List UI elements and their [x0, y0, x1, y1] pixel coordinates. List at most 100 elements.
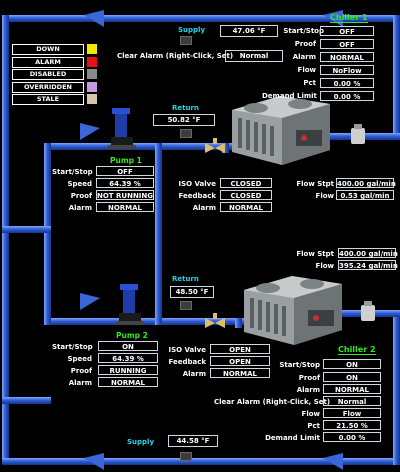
left-main-pipe: [2, 15, 9, 465]
chiller2-trend-icon[interactable]: [180, 301, 192, 310]
chiller1-pct-label: Pct: [303, 79, 316, 87]
pump2-start-stop-value[interactable]: ON: [98, 341, 158, 351]
supply-top-value[interactable]: 47.06 °F: [220, 25, 278, 37]
chiller1-flow-stpt-value[interactable]: 400.00 gal/min: [336, 178, 396, 188]
legend-disabled-swatch: [87, 69, 97, 79]
clear-alarm-top-label: Clear Alarm (Right-Click, Set): [117, 52, 234, 60]
chiller1-return-value[interactable]: 50.82 °F: [153, 114, 215, 126]
chiller1-proof-label: Proof: [294, 40, 316, 48]
chiller2-proof-value: ON: [323, 372, 381, 382]
chiller2-return-value[interactable]: 48.50 °F: [170, 286, 214, 298]
pump2-proof-value: RUNNING: [98, 365, 158, 375]
clear-alarm-top-value[interactable]: Normal: [225, 50, 283, 62]
chiller1-alarm-value: NORMAL: [320, 52, 374, 62]
chiller1-iso-alarm-value: NORMAL: [220, 202, 272, 212]
supply-header-top: [4, 15, 400, 22]
chiller2-clear-alarm-value[interactable]: Normal: [323, 396, 381, 406]
pump1-alarm-value: NORMAL: [96, 202, 154, 212]
chiller1-flow-stpt-label: Flow Stpt: [296, 180, 334, 188]
legend-down-swatch: [87, 44, 97, 54]
supply-bottom-trend-icon[interactable]: [180, 452, 192, 461]
legend-stale-swatch: [87, 94, 97, 104]
chiller2-iso-valve-value[interactable]: OPEN: [210, 344, 270, 354]
pump2-proof-label: Proof: [70, 367, 92, 375]
chiller2-feedback-value: OPEN: [210, 356, 270, 366]
chiller1-start-stop-value[interactable]: OFF: [320, 26, 374, 36]
crossover-upper: [2, 226, 51, 233]
pump2-speed-value[interactable]: 64.39 %: [98, 353, 158, 363]
pump2-alarm-label: Alarm: [68, 379, 92, 387]
pump2-icon: [116, 284, 144, 325]
chiller1-start-stop-label: Start/Stop: [283, 27, 324, 35]
chiller2-alarm-value: NORMAL: [323, 384, 381, 394]
chiller2-iso-valve-label: ISO Valve: [168, 346, 206, 354]
flow-arrow-bottom-left: [84, 453, 104, 470]
chiller1-proof-value: OFF: [320, 39, 374, 49]
chiller2-iso-alarm-value: NORMAL: [210, 368, 270, 378]
pump2-title: Pump 2: [116, 331, 148, 340]
chiller2-pct-label: Pct: [307, 422, 320, 430]
legend-alarm-swatch: [87, 57, 97, 67]
legend-stale: STALE: [12, 94, 84, 105]
chiller2-pct-value: 21.50 %: [323, 420, 381, 430]
chiller1-flow-value: NoFlow: [320, 65, 374, 75]
chiller1-iso-valve-value[interactable]: CLOSED: [220, 178, 272, 188]
supply-bottom-value[interactable]: 44.58 °F: [168, 435, 218, 447]
chiller2-flow-value: Flow: [323, 408, 381, 418]
pump1-title: Pump 1: [110, 156, 142, 165]
chiller2-flow-val-label: Flow: [315, 262, 334, 270]
chiller2-unit: [244, 276, 342, 345]
pump2-start-stop-label: Start/Stop: [52, 343, 93, 351]
chiller1-demand-limit-value[interactable]: 0.00 %: [320, 91, 374, 101]
chiller1-trend-icon[interactable]: [180, 129, 192, 138]
chiller2-title: Chiller 2: [338, 345, 376, 355]
chiller2-start-stop-value[interactable]: ON: [323, 359, 381, 369]
flow-meter-2: [361, 301, 375, 321]
flow-arrow-mid-lower: [80, 293, 100, 310]
right-pipe-lower: [393, 310, 400, 465]
iso-valve-1: [205, 138, 225, 153]
chiller2-demand-limit-label: Demand Limit: [265, 434, 320, 442]
flow-arrows: [80, 10, 343, 470]
legend-disabled: DISABLED: [12, 69, 84, 80]
pump-manifold-right: [155, 143, 162, 325]
chiller1-flow-val-value: 0.53 gal/min: [336, 190, 394, 200]
iso-valve-2: [205, 313, 225, 328]
chiller1-unit: [232, 96, 330, 165]
flow-arrow-top-left: [84, 10, 104, 27]
chiller1-flow-label: Flow: [297, 66, 316, 74]
legend-down: DOWN: [12, 44, 84, 55]
legend-alarm: ALARM: [12, 57, 84, 68]
legend-overridden: OVERRIDDEN: [12, 82, 84, 93]
pump1-speed-value[interactable]: 64.39 %: [96, 178, 154, 188]
chiller2-flow-val-value: 395.24 gal/min: [338, 260, 398, 270]
pump1-discharge-pipe: [44, 143, 234, 150]
trend-icon[interactable]: [180, 36, 192, 45]
pump1-proof-value: NOT RUNNING: [96, 190, 154, 200]
pump1-start-stop-value[interactable]: OFF: [96, 166, 154, 176]
chiller2-return-label: Return: [172, 275, 199, 283]
chiller1-title: Chiller 1: [330, 13, 368, 23]
chiller1-pct-value: 0.00 %: [320, 78, 374, 88]
chiller1-flow-val-label: Flow: [315, 192, 334, 200]
pump1-speed-label: Speed: [67, 180, 92, 188]
pump2-speed-label: Speed: [67, 355, 92, 363]
pump2-alarm-value: NORMAL: [98, 377, 158, 387]
crossover-lower: [2, 397, 51, 404]
chiller2-flow-stpt-value[interactable]: 400.00 gal/min: [338, 248, 398, 258]
chiller2-demand-limit-value[interactable]: 0.00 %: [323, 432, 381, 442]
pump1-start-stop-label: Start/Stop: [52, 168, 93, 176]
chiller2-feedback-label: Feedback: [168, 358, 206, 366]
pump1-proof-label: Proof: [70, 192, 92, 200]
legend-overridden-swatch: [87, 82, 97, 92]
supply-bottom-label: Supply: [127, 438, 155, 446]
chiller1-feedback-value: CLOSED: [220, 190, 272, 200]
chiller2-clear-alarm-label: Clear Alarm (Right-Click, Set): [214, 398, 331, 406]
supply-top-label: Supply: [178, 26, 206, 34]
flow-arrow-bottom-right: [323, 453, 343, 470]
right-pipe-upper: [393, 15, 400, 140]
pump-manifold-left: [44, 143, 51, 325]
chiller1-iso-alarm-label: Alarm: [192, 204, 216, 212]
